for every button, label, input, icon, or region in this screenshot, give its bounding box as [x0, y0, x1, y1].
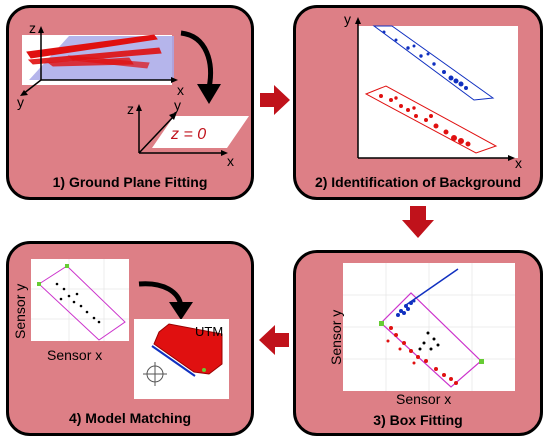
model-matching-illustration: Sensor y Sensor x UTM [12, 259, 229, 399]
transform-arrow [180, 30, 213, 89]
scatter-points [55, 282, 101, 324]
panel-ground-plane-fitting: z x y z = 0 z y x 1) Ground Plane Fittin… [6, 5, 254, 200]
plane-equation: z = 0 [170, 126, 206, 143]
fitted-plane [152, 116, 249, 148]
black-points [418, 331, 440, 351]
y-axis-label: Sensor y [328, 310, 344, 365]
heading-ray [405, 268, 459, 306]
panel-identification-of-background: y x 2) Identification of Background [293, 5, 543, 200]
fitted-box [38, 265, 126, 341]
blue-points [396, 299, 416, 317]
panel-box-fitting: Sensor y Sensor x 3) Box Fitting [293, 250, 543, 436]
caption-ground-plane-fitting: 1) Ground Plane Fitting [52, 174, 208, 190]
compass-icon [143, 362, 167, 386]
axis-x-label: x [177, 82, 184, 98]
utm-label: UTM [195, 324, 223, 339]
background-points-blue [372, 25, 495, 101]
box-fitting-illustration: Sensor y Sensor x [328, 263, 515, 407]
caption-box-fitting: 3) Box Fitting [373, 412, 463, 428]
caption-identification-of-background: 2) Identification of Background [314, 174, 522, 190]
axis-z-label: z [29, 20, 36, 36]
flow-arrow-right-1 [260, 85, 290, 115]
caption-model-matching: 4) Model Matching [68, 410, 192, 426]
red-point-streaks [26, 34, 162, 69]
panel-model-matching: Sensor y Sensor x UTM 4) Model Matching [6, 241, 254, 436]
x-axis-label: Sensor x [396, 391, 451, 407]
scatter-plot-background [31, 259, 129, 341]
axes [357, 22, 511, 159]
main-axes [22, 30, 174, 95]
vehicle-model [153, 323, 223, 375]
y-axis-label: Sensor y [12, 284, 28, 339]
small-axes [138, 108, 224, 154]
x-axis-label: Sensor x [47, 347, 102, 363]
small-axis-z-label: z [127, 101, 134, 117]
axis-y-label: y [17, 94, 24, 110]
small-axis-y-label: y [174, 97, 181, 113]
plot-background [358, 26, 518, 158]
red-points [386, 326, 458, 385]
background-illustration: y x [344, 11, 522, 171]
small-axis-x-label: x [227, 153, 234, 168]
corner-markers [379, 321, 484, 364]
flow-arrow-down [402, 206, 434, 238]
axis-y-label: y [344, 11, 351, 27]
foreground-points-red [364, 85, 498, 154]
ground-plane-illustration: z x y z = 0 z y x [17, 20, 249, 168]
flow-arrow-left [259, 325, 289, 355]
axis-x-label: x [515, 155, 522, 171]
